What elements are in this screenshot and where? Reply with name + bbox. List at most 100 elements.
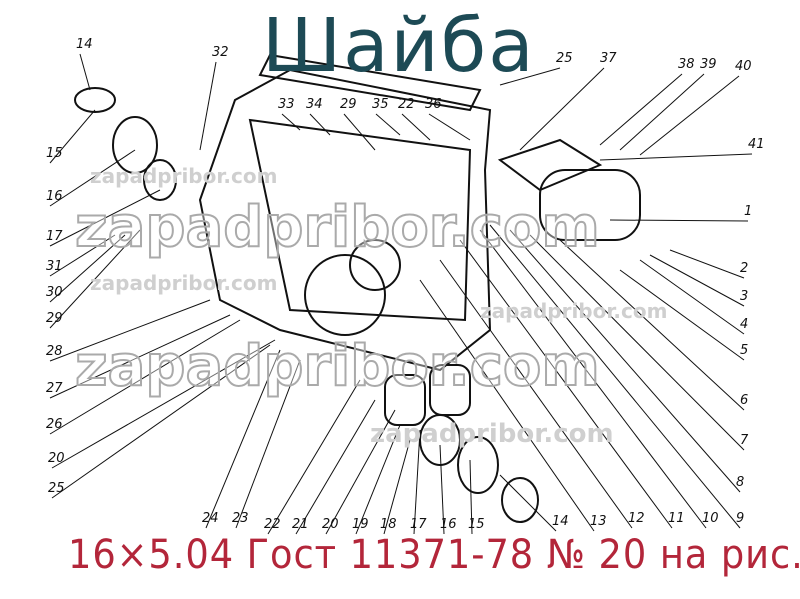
- leader-line: [49, 109, 96, 164]
- bracket: [497, 138, 603, 192]
- callout-number: 22: [398, 97, 415, 112]
- watermark-large: zapadpribor.com: [74, 195, 601, 261]
- watermark-large: zapadpribor.com: [74, 334, 601, 400]
- bearing-cap-2: [429, 364, 471, 416]
- leader-line: [529, 234, 745, 451]
- leader-line: [325, 409, 396, 535]
- callout-number: 25: [48, 481, 65, 496]
- watermark: zapadpribor.com: [370, 419, 614, 449]
- callout-number: 38: [678, 57, 695, 72]
- cover-gasket: [258, 53, 482, 112]
- callout-number: 2: [740, 261, 748, 276]
- callout-number: 14: [552, 514, 569, 529]
- callout-number: 40: [735, 59, 752, 74]
- leader-line: [309, 113, 331, 136]
- watermark: zapadpribor.com: [90, 271, 278, 295]
- leader-line: [401, 113, 431, 141]
- callout-number: 25: [556, 51, 573, 66]
- watermark: zapadpribor.com: [90, 164, 278, 188]
- ring: [74, 87, 116, 113]
- leader-line: [499, 67, 561, 86]
- leader-line: [267, 379, 361, 535]
- gearbox-housing: [198, 68, 492, 372]
- snap-ring: [501, 477, 539, 523]
- part-caption: 16×5.04 Гост 11371-78 № 20 на рис.: [68, 532, 800, 578]
- callout-number: 16: [46, 189, 63, 204]
- callout-number: 13: [590, 514, 607, 529]
- callout-number: 27: [46, 381, 63, 396]
- callout-number: 24: [202, 511, 219, 526]
- callout-number: 1: [744, 204, 752, 219]
- callout-number: 20: [322, 517, 339, 532]
- callout-number: 8: [736, 475, 744, 490]
- leader-line: [49, 189, 161, 247]
- leader-line: [639, 75, 740, 156]
- callout-number: 22: [264, 517, 281, 532]
- leader-line: [51, 344, 271, 499]
- leader-line: [205, 349, 281, 529]
- leader-line: [375, 113, 401, 136]
- callout-number: 19: [352, 517, 369, 532]
- leader-line: [49, 234, 126, 303]
- leader-line: [499, 474, 557, 532]
- bearing: [112, 116, 158, 174]
- callout-number: 11: [668, 511, 685, 526]
- leader-line: [49, 314, 231, 399]
- leader-line: [413, 429, 421, 535]
- leader-line: [619, 269, 745, 361]
- callout-number: 41: [748, 137, 765, 152]
- callout-number: 9: [736, 511, 744, 526]
- callout-number: 29: [340, 97, 357, 112]
- callout-number: 15: [468, 517, 485, 532]
- leader-line: [49, 319, 241, 435]
- leader-line: [599, 73, 683, 146]
- callout-number: 32: [212, 45, 229, 60]
- leader-line: [49, 299, 211, 362]
- callout-number: 34: [306, 97, 323, 112]
- leader-line: [649, 254, 745, 307]
- callout-number: 36: [425, 97, 442, 112]
- callout-number: 18: [380, 517, 397, 532]
- leader-line: [439, 444, 445, 535]
- bearing-3: [457, 436, 499, 494]
- leader-line: [79, 53, 91, 91]
- leader-line: [49, 229, 141, 329]
- callout-number: 31: [46, 259, 63, 274]
- leader-line: [599, 153, 753, 161]
- callout-number: 26: [46, 417, 63, 432]
- leader-line: [479, 229, 707, 529]
- callout-number: 7: [740, 433, 749, 448]
- bearing-2: [143, 159, 177, 201]
- leader-line: [639, 259, 745, 335]
- leader-line: [49, 149, 136, 207]
- leader-line: [281, 113, 301, 131]
- leader-line: [669, 249, 745, 279]
- leader-line: [428, 113, 471, 141]
- callout-number: 20: [48, 451, 65, 466]
- bearing-cap: [384, 374, 426, 426]
- callout-number: 29: [46, 311, 63, 326]
- callout-number: 15: [46, 146, 63, 161]
- leader-line: [519, 67, 605, 151]
- leader-line: [295, 399, 376, 535]
- callout-number: 17: [46, 229, 63, 244]
- callout-number: 14: [76, 37, 93, 52]
- leader-line: [49, 234, 116, 277]
- callout-number: 12: [628, 511, 645, 526]
- housing-inner-wall: [248, 118, 472, 322]
- callout-number: 3: [740, 289, 748, 304]
- callout-number: 5: [740, 343, 748, 358]
- leader-line: [439, 259, 633, 529]
- leader-line: [459, 239, 673, 529]
- callout-number: 28: [46, 344, 63, 359]
- leader-line: [383, 439, 411, 535]
- gear-small: [349, 239, 401, 291]
- leader-line: [619, 73, 705, 151]
- leader-line: [419, 279, 595, 532]
- callout-number: 39: [700, 57, 717, 72]
- callout-number: 16: [440, 517, 457, 532]
- leader-line: [343, 113, 376, 151]
- callout-number: 35: [372, 97, 389, 112]
